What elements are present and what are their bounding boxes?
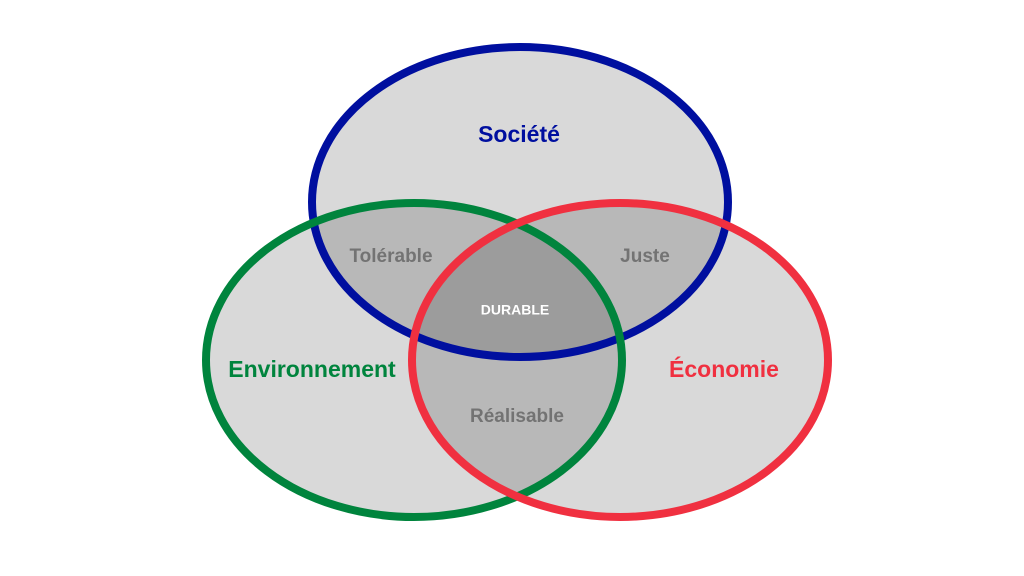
environment-label: Environnement bbox=[228, 356, 396, 382]
juste-label: Juste bbox=[620, 246, 670, 267]
economy-circle bbox=[408, 199, 832, 521]
society-circle bbox=[308, 43, 732, 361]
tolerable-label: Tolérable bbox=[349, 246, 432, 267]
environment-circle bbox=[202, 199, 626, 521]
society-label: Société bbox=[478, 121, 560, 147]
realisable-label: Réalisable bbox=[470, 406, 564, 427]
durable-label: DURABLE bbox=[481, 302, 549, 318]
economy-label: Économie bbox=[669, 355, 779, 382]
